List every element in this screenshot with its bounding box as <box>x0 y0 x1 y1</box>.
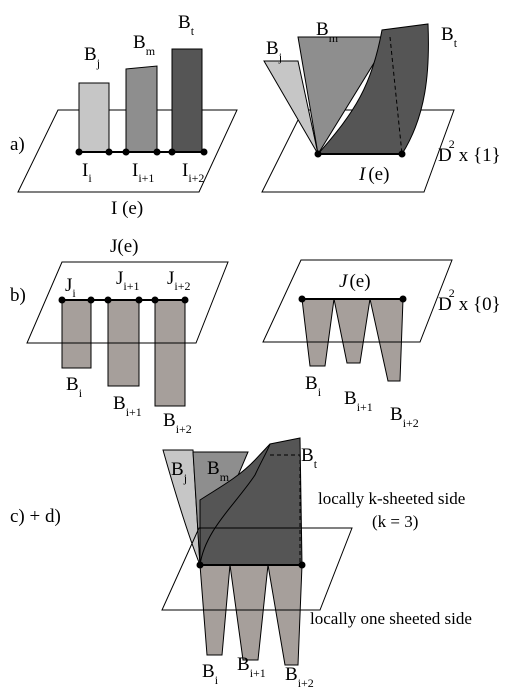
label-b-t: Bt <box>178 12 195 38</box>
sheet-b-j <box>263 60 319 155</box>
label-i-i1: Ii+1 <box>132 160 154 185</box>
bar-b-j <box>78 82 110 153</box>
label-b-m: Bm <box>133 32 156 58</box>
label-b-i2-cd: Bi+2 <box>285 664 314 688</box>
panel-b-right: J(e) D2x {0} Bi Bi+1 Bi+2 <box>262 259 501 430</box>
label-b-t-right: Bt <box>441 24 458 50</box>
endpoint-dot <box>105 148 113 156</box>
plane-b-right <box>262 259 453 343</box>
endpoint-dot <box>298 295 306 303</box>
sheet-b-m <box>297 36 391 156</box>
endpoint-dot <box>87 296 95 304</box>
label-b-m-cd: Bm <box>207 458 230 484</box>
sheet-b-t-hidden-edge <box>389 36 403 155</box>
endpoint-dot <box>398 150 406 158</box>
label-b-j-cd: Bj <box>171 459 187 485</box>
endpoint-dot <box>181 296 189 304</box>
label-i-i: Ii <box>82 160 92 185</box>
label-one-sheeted: locally one sheeted side <box>310 609 472 628</box>
label-b-i1: Bi+1 <box>113 393 142 419</box>
wedge-b-i2-cd <box>267 564 303 666</box>
label-b-j-right: Bj <box>266 38 282 64</box>
wedge-b-i1 <box>333 298 371 364</box>
sheet-b-t <box>316 23 429 155</box>
plane-b-left <box>26 261 229 344</box>
label-j-i1: Ji+1 <box>116 268 140 293</box>
wedge-b-i1-cd <box>229 564 269 661</box>
endpoint-dot <box>75 148 83 156</box>
endpoint-dot <box>122 148 130 156</box>
label-panel-b: b) <box>10 285 26 306</box>
endpoint-dot <box>200 148 208 156</box>
label-b-t-cd: Bt <box>301 445 318 471</box>
label-d2-x1: D2x {1} <box>438 137 501 166</box>
endpoint-dot <box>168 148 176 156</box>
interval-endpoints-b <box>58 296 189 304</box>
panel-a-left: Bj Bm Bt Ii Ii+1 Ii+2 I (e) a) <box>10 12 238 219</box>
label-i-e-right: I(e) <box>358 164 389 185</box>
endpoint-dot <box>104 296 112 304</box>
plane-cd <box>161 527 353 611</box>
label-b-i-cd: Bi <box>202 661 219 687</box>
label-i-i2: Ii+2 <box>182 160 204 185</box>
label-d2-x0: D2x {0} <box>438 286 501 315</box>
endpoint-dot <box>196 561 204 569</box>
bar-b-m <box>125 65 158 153</box>
label-b-i1-right: Bi+1 <box>344 388 373 414</box>
wedge-b-i <box>301 298 335 367</box>
label-j-e: J(e) <box>110 236 138 257</box>
endpoint-dot <box>298 561 306 569</box>
label-b-i: Bi <box>66 374 83 400</box>
label-b-i1-cd: Bi+1 <box>237 654 266 680</box>
label-j-e-right: J(e) <box>339 271 371 292</box>
bar-b-i-down <box>61 299 92 369</box>
panel-a-right: Bj Bm Bt I(e) D2x {1} <box>261 19 501 193</box>
wedge-b-i2 <box>369 298 404 382</box>
endpoint-dot <box>153 148 161 156</box>
label-b-i2-right: Bi+2 <box>390 404 419 430</box>
label-b-j: Bj <box>84 44 100 70</box>
label-j-i2: Ji+2 <box>167 268 191 293</box>
sheet-b-t-cd-front <box>199 443 271 566</box>
label-b-i-right: Bi <box>305 373 322 399</box>
endpoint-dot <box>58 296 66 304</box>
label-j-i: Ji <box>65 275 76 300</box>
bar-b-i2-down <box>154 299 186 407</box>
endpoint-dot <box>399 295 407 303</box>
bar-b-t <box>171 48 203 153</box>
interval-endpoints-a <box>75 148 208 156</box>
sheet-b-t-cd-hidden-edge <box>270 454 301 565</box>
label-b-i2: Bi+2 <box>163 410 192 436</box>
endpoint-dot <box>314 150 322 158</box>
label-panel-cd: c) + d) <box>10 506 61 527</box>
endpoint-dot <box>151 296 159 304</box>
label-k-sheeted: locally k-sheeted side <box>318 489 465 508</box>
label-k-equals: (k = 3) <box>372 512 418 531</box>
panel-b-left: J(e) Ji Ji+1 Ji+2 Bi Bi+1 Bi+2 b) <box>10 236 229 436</box>
panel-cd: Bj Bm Bt Bi Bi+1 Bi+2 locally k-sheeted … <box>10 437 472 688</box>
label-b-m-right: Bm <box>316 19 339 45</box>
label-panel-a: a) <box>10 134 25 155</box>
sheet-b-t-cd <box>199 437 303 566</box>
endpoint-dot <box>135 296 143 304</box>
label-i-e: I (e) <box>111 198 143 219</box>
